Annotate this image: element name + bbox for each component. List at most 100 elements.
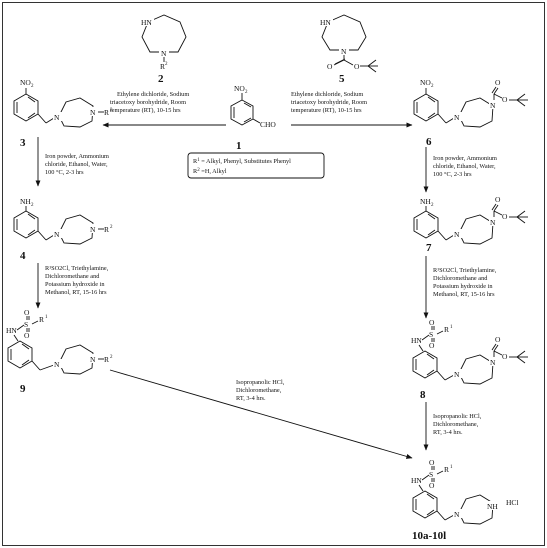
- svg-text:temperature (RT), 10-15 hrs: temperature (RT), 10-15 hrs: [110, 107, 181, 114]
- conditions-deprotection-8: Isopropanolic HCl, Dichloromethane, RT, …: [433, 413, 482, 436]
- compound-6-n4: N: [490, 101, 496, 110]
- compound-5-o-ester: O: [354, 62, 360, 71]
- compound-10-o-bottom: O: [429, 481, 435, 490]
- compound-9-structure: HN S O O R 1 N N R 2: [6, 308, 113, 375]
- compound-9-o-bottom: O: [24, 331, 30, 340]
- compound-8-r1: R: [444, 325, 449, 334]
- compound-4-amine: NH: [20, 197, 31, 206]
- svg-text:Methanol, RT, 15-16 hrs: Methanol, RT, 15-16 hrs: [45, 289, 107, 296]
- compound-10-hcl-salt: HCl: [506, 498, 519, 507]
- compound-8-hn: HN: [411, 336, 422, 345]
- svg-text:chloride, Ethanol, Water,: chloride, Ethanol, Water,: [45, 161, 108, 168]
- svg-text:temperature (RT), 10-15 hrs: temperature (RT), 10-15 hrs: [291, 107, 362, 114]
- conditions-deprotection-9: Isopropanolic HCl, Dichloromethane, RT, …: [236, 379, 285, 402]
- compound-2-r: R: [160, 62, 165, 71]
- conditions-sulfonylation-right: R¹SO2Cl, Triethylamine, Dichloromethane …: [433, 267, 497, 298]
- compound-5-nh: HN: [320, 18, 331, 27]
- compound-7-n4: N: [490, 218, 496, 227]
- svg-text:chloride, Ethanol, Water,: chloride, Ethanol, Water,: [433, 163, 496, 170]
- compound-9-r1-sup: 1: [45, 315, 48, 320]
- compound-6-nitro: NO: [420, 78, 431, 87]
- compound-9-hn: HN: [6, 326, 17, 335]
- compound-4-n4: N: [90, 225, 96, 234]
- svg-text:Iron powder, Ammonium: Iron powder, Ammonium: [45, 153, 109, 160]
- compound-10-r1: R: [444, 465, 449, 474]
- compound-9-r2-sup: 2: [110, 355, 113, 360]
- compound-8-o-top: O: [429, 318, 435, 327]
- svg-text:RT, 3-4 hrs.: RT, 3-4 hrs.: [236, 395, 266, 402]
- compound-3-nitro-sub: 2: [31, 84, 34, 89]
- compound-9-n4: N: [90, 355, 96, 364]
- svg-text:Dichloromethane,: Dichloromethane,: [433, 421, 479, 428]
- svg-text:Methanol, RT, 15-16 hrs: Methanol, RT, 15-16 hrs: [433, 291, 495, 298]
- compound-2-n: N: [161, 49, 167, 58]
- compound-8-o-ester: O: [502, 352, 508, 361]
- compound-9-s: S: [24, 320, 28, 329]
- compound-10-s: S: [429, 470, 433, 479]
- svg-text:RT, 3-4 hrs.: RT, 3-4 hrs.: [433, 429, 463, 436]
- compound-3-r: R: [104, 108, 109, 117]
- compound-8-o-carbonyl: O: [495, 335, 501, 344]
- compound-2-label: 2: [158, 73, 164, 85]
- compound-2-nh: HN: [141, 18, 152, 27]
- compound-7-o-ester: O: [502, 212, 508, 221]
- compound-1-aldehyde: CHO: [260, 120, 276, 129]
- compound-6-o-carbonyl: O: [495, 78, 501, 87]
- svg-text:100 °C, 2-3 hrs: 100 °C, 2-3 hrs: [433, 171, 472, 178]
- compound-7-amine: NH: [420, 197, 431, 206]
- compound-3-n4: N: [90, 108, 96, 117]
- compound-10-nh: NH: [487, 502, 498, 511]
- conditions-reductive-amination-right: Ethylene dichloride, Sodium triacetoxy b…: [291, 91, 367, 114]
- svg-text:R¹SO2Cl, Triethylamine,: R¹SO2Cl, Triethylamine,: [433, 267, 497, 274]
- svg-text:R¹SO2Cl, Triethylamine,: R¹SO2Cl, Triethylamine,: [45, 265, 109, 272]
- compound-6-label: 6: [426, 136, 432, 148]
- compound-9-o-top: O: [24, 308, 30, 317]
- compound-10-n1: N: [454, 510, 460, 519]
- legend-r2: R2 =H, Alkyl: [193, 168, 227, 175]
- compound-1-label: 1: [236, 140, 242, 152]
- compound-6-nitro-sub: 2: [431, 84, 434, 89]
- svg-text:Isopropanolic HCl,: Isopropanolic HCl,: [236, 379, 285, 386]
- compound-9-label: 9: [20, 383, 26, 395]
- compound-3-r-sup: 2: [110, 108, 113, 113]
- svg-text:Dichloromethane,: Dichloromethane,: [236, 387, 282, 394]
- compound-4-label: 4: [20, 250, 26, 262]
- compound-10-o-top: O: [429, 458, 435, 467]
- substituent-legend: R1 = Alkyl, Phenyl, Substitutes Phenyl R…: [187, 152, 325, 179]
- compound-5-structure: HN N O O: [319, 14, 378, 73]
- compound-9-r1: R: [39, 315, 44, 324]
- compound-9-r2: R: [104, 355, 109, 364]
- svg-text:Iron powder, Ammonium: Iron powder, Ammonium: [433, 155, 497, 162]
- legend-r1: R1 = Alkyl, Phenyl, Substitutes Phenyl: [193, 158, 291, 165]
- compound-6-n1: N: [454, 113, 460, 122]
- compound-10-r1-sup: 1: [450, 465, 453, 470]
- svg-text:triacetoxy borohydride, Room: triacetoxy borohydride, Room: [291, 99, 367, 106]
- compound-7-structure: NH 2 N N O O: [413, 195, 528, 245]
- conditions-sulfonylation-left: R¹SO2Cl, Triethylamine, Dichloromethane …: [45, 265, 109, 296]
- compound-8-o-bottom: O: [429, 341, 435, 350]
- compound-3-label: 3: [20, 137, 26, 149]
- compound-7-amine-sub: 2: [431, 203, 434, 208]
- conditions-reductive-amination-left: Ethylene dichloride, Sodium triacetoxy b…: [110, 91, 189, 114]
- compound-7-n1: N: [454, 230, 460, 239]
- svg-text:Isopropanolic HCl,: Isopropanolic HCl,: [433, 413, 482, 420]
- compound-10-structure: HN S O O R 1 N NH HCl: [411, 458, 519, 525]
- compound-3-nitro: NO: [20, 78, 31, 87]
- compound-6-structure: NO 2 N N O O: [413, 78, 528, 128]
- compound-2-r-sup: 2: [165, 62, 168, 67]
- compound-9-n1: N: [54, 360, 60, 369]
- svg-text:Potassium hydroxide in: Potassium hydroxide in: [433, 283, 493, 290]
- arrow-9-to-10: [109, 369, 413, 459]
- compound-8-n1: N: [454, 370, 460, 379]
- compound-5-o-carbonyl: O: [327, 62, 333, 71]
- compound-4-r: R: [104, 225, 109, 234]
- svg-text:triacetoxy borohydride, Room: triacetoxy borohydride, Room: [110, 99, 186, 106]
- compound-2-structure: HN N R 2: [140, 14, 187, 71]
- conditions-iron-reduction-left: Iron powder, Ammonium chloride, Ethanol,…: [45, 153, 109, 176]
- compound-6-o-ester: O: [502, 95, 508, 104]
- svg-text:100 °C, 2-3 hrs: 100 °C, 2-3 hrs: [45, 169, 84, 176]
- compound-4-r-sup: 2: [110, 225, 113, 230]
- compound-4-structure: NH 2 N N R 2: [13, 197, 113, 245]
